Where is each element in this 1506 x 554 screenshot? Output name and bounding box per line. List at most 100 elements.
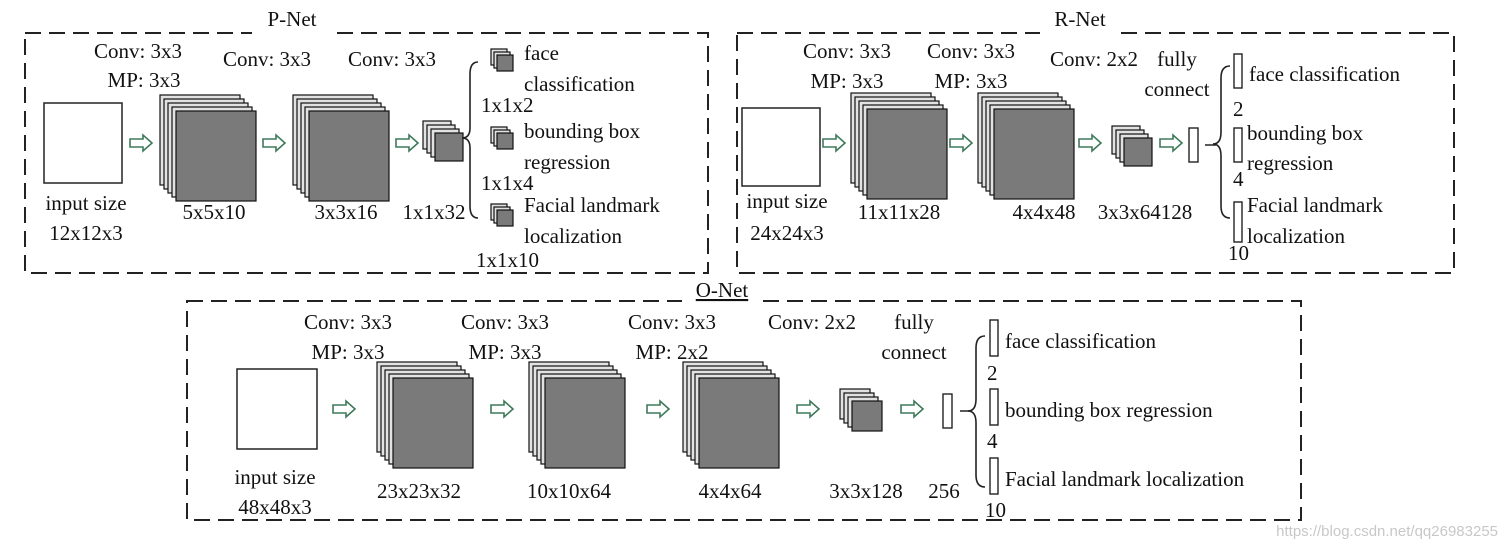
onet-feature-map-2-layer-5 (544, 377, 626, 469)
onet-conv3-label: Conv: 3x3 (628, 310, 716, 334)
pnet-feature-map-1 (159, 94, 257, 202)
rnet-out-face-size: 2 (1233, 97, 1244, 121)
rnet-fm3-label: 3x3x64128 (1098, 200, 1193, 224)
onet-fc-bar (942, 393, 953, 429)
rnet-mp1-label: MP: 3x3 (811, 69, 884, 93)
rnet-arrow-2 (949, 134, 973, 152)
onet-out-landmark-size: 10 (985, 498, 1006, 522)
rnet-arrow-1 (822, 134, 846, 152)
rnet-fm1-label: 11x11x28 (858, 200, 940, 224)
pnet-conv3-label: Conv: 3x3 (348, 47, 436, 71)
pnet-out-face-icon-layer-3 (496, 54, 514, 72)
rnet-out-bbox-label-2: regression (1247, 151, 1334, 175)
rnet-feature-map-1-layer-5 (866, 108, 948, 200)
onet-fm4-label: 3x3x128 (829, 479, 903, 503)
onet-fc-label-2: connect (881, 340, 946, 364)
onet-out-face-size: 2 (987, 361, 998, 385)
pnet-out-landmark-label-2: localization (524, 224, 622, 248)
pnet-feature-map-2-layer-5 (308, 110, 390, 202)
pnet-out-face-icon (490, 48, 514, 72)
pnet-out-bbox-label-1: bounding box (524, 119, 641, 143)
rnet-fc-label-1: fully (1157, 47, 1197, 71)
rnet-out-bbox-label-1: bounding box (1247, 121, 1364, 145)
rnet-out-landmark-bar (1233, 201, 1243, 243)
pnet-out-bbox-size: 1x1x4 (481, 171, 534, 195)
pnet-mp1-label: MP: 3x3 (108, 68, 181, 92)
onet-arrow-3 (646, 400, 670, 418)
onet-input-square (236, 368, 318, 450)
rnet-input-label-1: input size (746, 189, 827, 213)
onet-feature-map-1-layer-5 (392, 377, 474, 469)
onet-feature-map-1 (376, 361, 474, 469)
rnet-feature-map-3-layer-4 (1123, 137, 1153, 167)
rnet-fc-bar (1188, 127, 1199, 163)
rnet-out-bbox-bar (1233, 127, 1243, 163)
onet-mp3-label: MP: 2x2 (636, 340, 709, 364)
rnet-arrow-4 (1159, 134, 1183, 152)
onet-out-landmark-label: Facial landmark localization (1005, 467, 1245, 491)
pnet-fm2-label: 3x3x16 (315, 200, 378, 224)
onet-mp1-label: MP: 3x3 (312, 340, 385, 364)
rnet-out-face-bar (1233, 53, 1243, 89)
rnet-output-brace (1212, 65, 1231, 219)
pnet-feature-map-2 (292, 94, 390, 202)
pnet-fm1-label: 5x5x10 (183, 200, 246, 224)
pnet-feature-map-3-layer-4 (434, 132, 464, 162)
rnet-out-face-label: face classification (1249, 62, 1400, 86)
onet-fc-size: 256 (928, 479, 960, 503)
rnet-conv1-label: Conv: 3x3 (803, 39, 891, 63)
pnet-arrow-2 (262, 134, 286, 152)
rnet-feature-map-3 (1111, 125, 1153, 167)
onet-title: O-Net (696, 278, 749, 302)
pnet-fm3-label: 1x1x32 (403, 200, 466, 224)
rnet-title: R-Net (1054, 7, 1105, 31)
onet-feature-map-4 (839, 388, 883, 432)
onet-fm2-label: 10x10x64 (527, 479, 612, 503)
pnet-out-landmark-label-1: Facial landmark (524, 193, 660, 217)
watermark-text: https://blog.csdn.net/qq26983255 (1276, 523, 1498, 540)
rnet-fc-label-2: connect (1144, 77, 1209, 101)
pnet-out-landmark-icon-layer-3 (496, 209, 514, 227)
onet-out-landmark-bar (989, 457, 999, 495)
pnet-input-square (43, 102, 123, 184)
onet-arrow-2 (490, 400, 514, 418)
pnet-arrow-1 (129, 134, 153, 152)
onet-fm3-label: 4x4x64 (699, 479, 763, 503)
rnet-panel: R-Net Conv: 3x3 MP: 3x3 Conv: 3x3 MP: 3x… (736, 7, 1455, 274)
pnet-conv1-label: Conv: 3x3 (94, 39, 182, 63)
rnet-feature-map-2-layer-5 (993, 108, 1075, 200)
pnet-out-bbox-label-2: regression (524, 150, 611, 174)
pnet-panel: P-Net Conv: 3x3 MP: 3x3 Conv: 3x3 Conv: … (24, 7, 709, 274)
pnet-feature-map-1-layer-5 (175, 110, 257, 202)
onet-panel: O-Net Conv: 3x3 MP: 3x3 Conv: 3x3 MP: 3x… (186, 278, 1302, 522)
onet-arrow-4 (796, 400, 820, 418)
rnet-arrow-3 (1078, 134, 1102, 152)
pnet-title: P-Net (268, 7, 317, 31)
pnet-input-label-1: input size (45, 191, 126, 215)
onet-feature-map-3 (682, 361, 780, 469)
rnet-feature-map-1 (850, 92, 948, 200)
pnet-feature-map-3 (422, 120, 464, 162)
onet-fc-label-1: fully (894, 310, 934, 334)
pnet-title-bg (252, 20, 332, 46)
pnet-out-landmark-size: 1x1x10 (476, 248, 539, 272)
onet-out-bbox-size: 4 (987, 429, 998, 453)
rnet-fm2-label: 4x4x48 (1013, 200, 1076, 224)
onet-input-label-2: 48x48x3 (238, 495, 312, 519)
rnet-out-landmark-label-2: localization (1247, 224, 1345, 248)
onet-mp2-label: MP: 3x3 (469, 340, 542, 364)
rnet-input-square (741, 107, 821, 187)
rnet-conv3-label: Conv: 2x2 (1050, 47, 1138, 71)
onet-arrow-5 (900, 400, 924, 418)
onet-out-bbox-label: bounding box regression (1005, 398, 1213, 422)
pnet-out-landmark-icon (490, 203, 514, 227)
onet-arrow-1 (332, 400, 356, 418)
pnet-out-face-label-1: face (524, 41, 559, 65)
onet-fm1-label: 23x23x32 (377, 479, 461, 503)
pnet-frame (24, 32, 709, 274)
pnet-input-label-2: 12x12x3 (49, 221, 123, 245)
onet-out-face-label: face classification (1005, 329, 1156, 353)
onet-feature-map-3-layer-5 (698, 377, 780, 469)
